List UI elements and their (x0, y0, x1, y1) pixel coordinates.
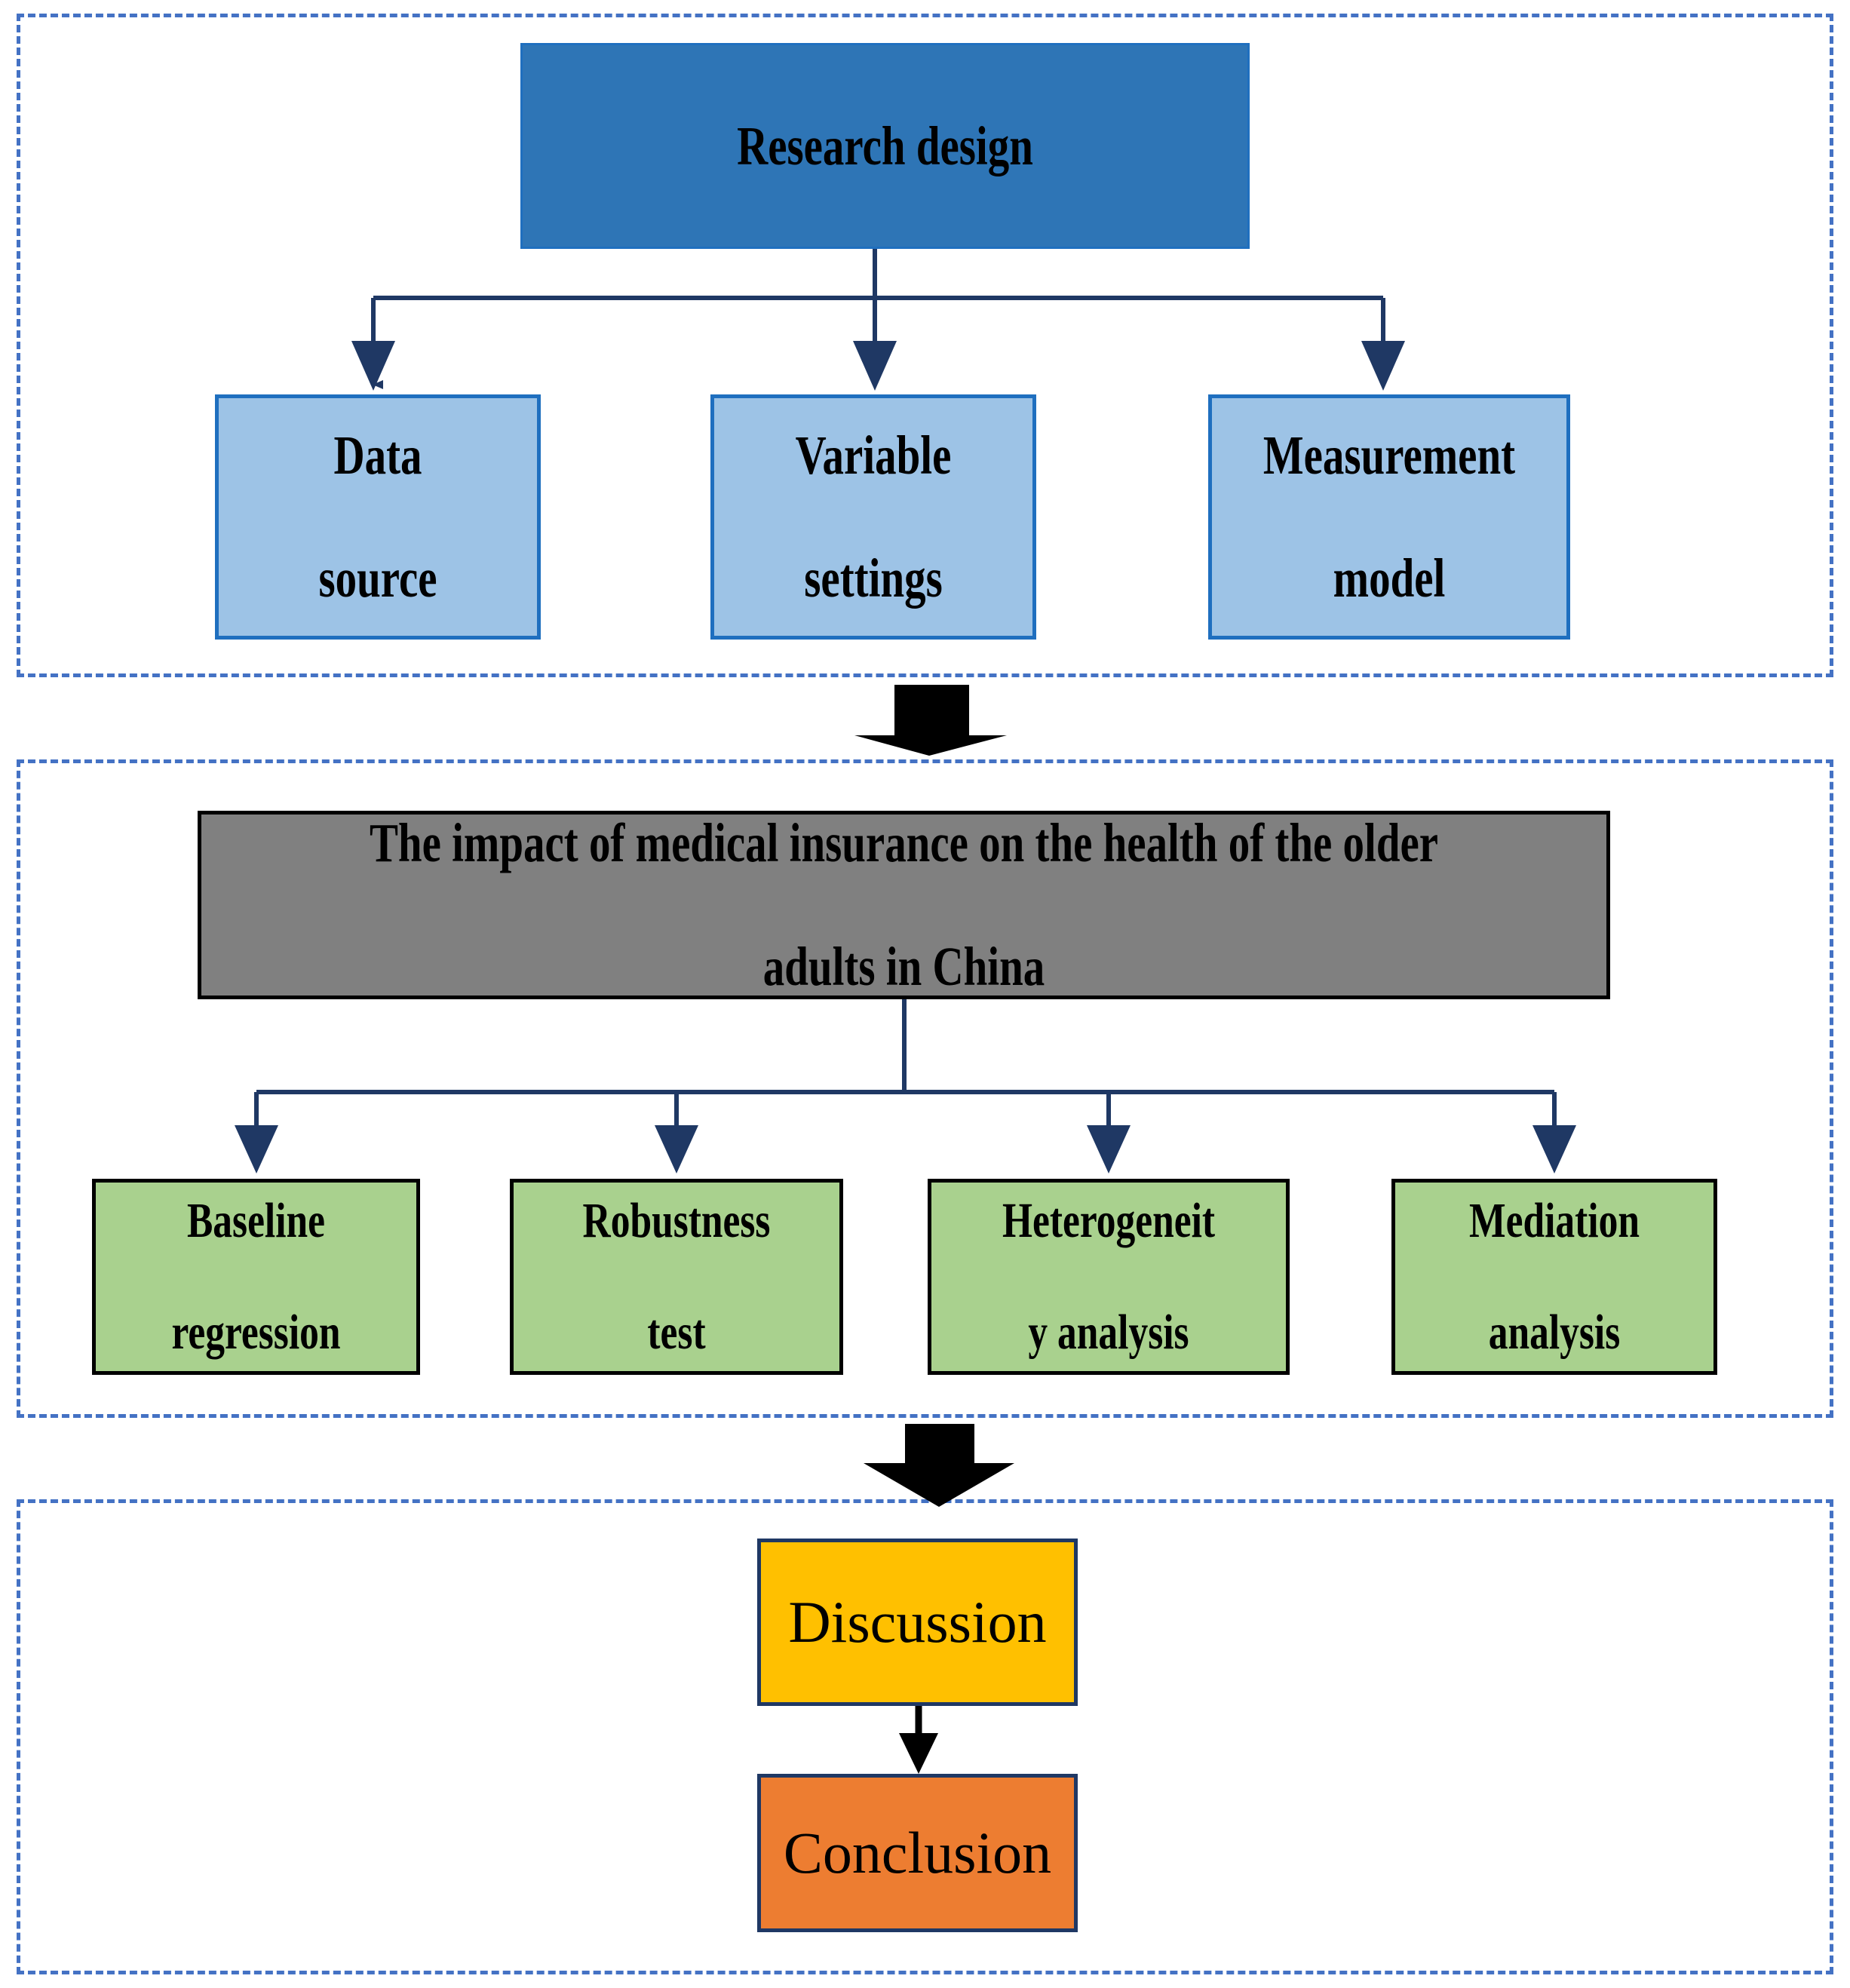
node-data-source-label: Data source (253, 425, 502, 609)
node-variable-settings-label: Variable settings (749, 425, 997, 609)
node-variable-settings-line1: Variable (795, 424, 952, 486)
node-variable-settings[interactable]: Variable settings (710, 394, 1036, 640)
node-baseline-regression[interactable]: Baseline regression (92, 1179, 420, 1375)
node-data-source[interactable]: Data source (215, 394, 541, 640)
node-baseline-regression-label: Baseline regression (131, 1193, 382, 1361)
node-main-topic-line2: adults in China (762, 935, 1045, 997)
node-measurement-model[interactable]: Measurement model (1208, 394, 1570, 640)
node-measurement-model-line1: Measurement (1262, 424, 1516, 486)
node-robustness-test-line1: Robustness (582, 1193, 771, 1249)
node-mediation-analysis-line1: Mediation (1469, 1193, 1640, 1249)
node-robustness-test-label: Robustness test (550, 1193, 804, 1361)
node-discussion[interactable]: Discussion (757, 1539, 1078, 1706)
node-variable-settings-line2: settings (804, 548, 943, 609)
node-measurement-model-line2: model (1333, 548, 1446, 609)
node-data-source-line2: source (318, 548, 437, 609)
node-main-topic-line1: The impact of medical insurance on the h… (369, 812, 1439, 874)
block-arrow-section1-to-section2 (854, 685, 1007, 756)
node-discussion-label: Discussion (788, 1589, 1047, 1655)
node-mediation-analysis-label: Mediation analysis (1430, 1193, 1678, 1361)
node-heterogeneity-analysis-line1: Heterogeneit (1002, 1193, 1216, 1249)
node-heterogeneity-analysis[interactable]: Heterogeneit y analysis (928, 1179, 1290, 1375)
node-data-source-line1: Data (333, 424, 422, 486)
node-robustness-test-line2: test (647, 1304, 706, 1360)
node-mediation-analysis-line2: analysis (1488, 1304, 1621, 1360)
node-robustness-test[interactable]: Robustness test (510, 1179, 843, 1375)
node-main-topic[interactable]: The impact of medical insurance on the h… (198, 811, 1610, 999)
node-measurement-model-label: Measurement model (1251, 425, 1528, 609)
node-heterogeneity-analysis-label: Heterogeneit y analysis (971, 1193, 1247, 1361)
node-heterogeneity-analysis-line2: y analysis (1028, 1304, 1189, 1360)
research-design-section (17, 14, 1833, 677)
node-research-design-label: Research design (737, 115, 1033, 176)
node-research-design[interactable]: Research design (520, 43, 1250, 249)
node-mediation-analysis[interactable]: Mediation analysis (1391, 1179, 1717, 1375)
node-baseline-regression-line2: regression (171, 1304, 341, 1360)
node-baseline-regression-line1: Baseline (186, 1193, 326, 1249)
block-arrow-section2-to-section3 (864, 1424, 1014, 1507)
node-conclusion-label: Conclusion (783, 1820, 1052, 1886)
node-conclusion[interactable]: Conclusion (757, 1774, 1078, 1932)
empirical-analysis-section (17, 759, 1833, 1418)
node-main-topic-label: The impact of medical insurance on the h… (356, 812, 1452, 997)
